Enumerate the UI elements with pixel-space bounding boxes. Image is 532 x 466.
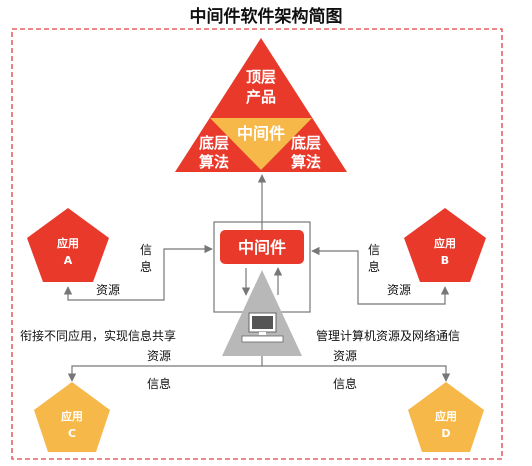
pyramid-center-triangle	[210, 118, 312, 170]
resource-a: 资源	[96, 283, 120, 297]
pyramid-right-line2: 算法	[291, 153, 321, 171]
pyramid-top-line2: 产品	[246, 88, 276, 106]
resource-d: 资源	[333, 349, 357, 363]
info-d: 信息	[333, 376, 357, 391]
right-description: 管理计算机资源及网络通信	[316, 328, 460, 343]
app-b-label-2: B	[441, 254, 449, 267]
pyramid-top-line1: 顶层	[246, 68, 276, 86]
app-c-pentagon	[34, 382, 110, 452]
app-a-label-1: 应用	[57, 236, 79, 250]
diagram-title: 中间件软件架构简图	[190, 6, 343, 27]
app-c-label-2: C	[68, 427, 76, 440]
info-b-line1: 信	[368, 243, 380, 257]
pyramid-center-label: 中间件	[237, 124, 285, 143]
pyramid: 顶层 产品 中间件 底层 算法 底层 算法	[175, 38, 347, 172]
app-d-label-1: 应用	[435, 409, 457, 423]
connector-a	[63, 244, 213, 301]
app-b-label-1: 应用	[434, 236, 456, 250]
info-a-line1: 信	[140, 243, 152, 257]
pyramid-triangle	[175, 38, 347, 172]
resource-c: 资源	[147, 349, 171, 363]
pyramid-left-line1: 底层	[199, 134, 229, 152]
info-b-line2: 息	[368, 259, 380, 274]
connector-c	[67, 365, 262, 382]
info-a-line2: 息	[140, 259, 152, 274]
left-description: 衔接不同应用，实现信息共享	[20, 328, 176, 343]
app-c-label-1: 应用	[61, 409, 83, 423]
middleware-box	[220, 230, 304, 264]
app-d-label-2: D	[441, 427, 450, 440]
outer-border	[11, 28, 503, 460]
app-d-pentagon	[408, 382, 484, 452]
pyramid-left-line2: 算法	[199, 153, 229, 171]
middleware-box-label: 中间件	[238, 238, 286, 257]
resource-b: 资源	[387, 283, 411, 297]
connector-b	[311, 246, 450, 305]
app-a-label-2: A	[64, 254, 73, 267]
computer-icon	[241, 312, 284, 343]
connector-d	[262, 365, 451, 382]
info-c: 信息	[147, 376, 171, 391]
pyramid-right-line1: 底层	[291, 134, 321, 152]
